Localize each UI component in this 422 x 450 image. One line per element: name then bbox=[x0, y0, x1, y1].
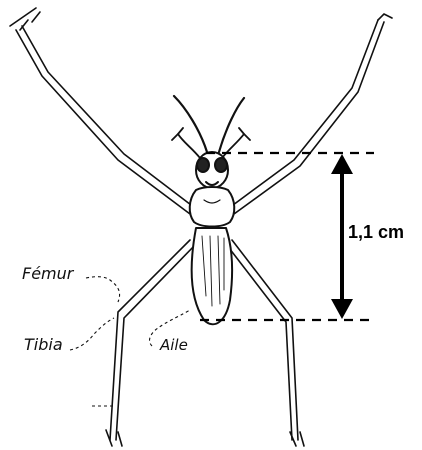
measure-label: 1,1 cm bbox=[348, 222, 404, 242]
insect-drawing bbox=[10, 8, 392, 446]
arrow-up-icon bbox=[331, 154, 353, 174]
arrow-down-icon bbox=[331, 299, 353, 319]
lower-right-leg bbox=[226, 240, 304, 446]
upper-left-leg bbox=[10, 8, 195, 214]
insect-thorax bbox=[190, 187, 235, 227]
insect-head bbox=[196, 152, 228, 188]
femur-label: Fémur bbox=[22, 264, 75, 283]
aile-label: Aile bbox=[159, 336, 188, 354]
upper-right-leg bbox=[229, 14, 392, 214]
antennae bbox=[174, 96, 244, 152]
insect-abdomen bbox=[192, 228, 232, 324]
tibia-label: Tibia bbox=[24, 335, 63, 354]
